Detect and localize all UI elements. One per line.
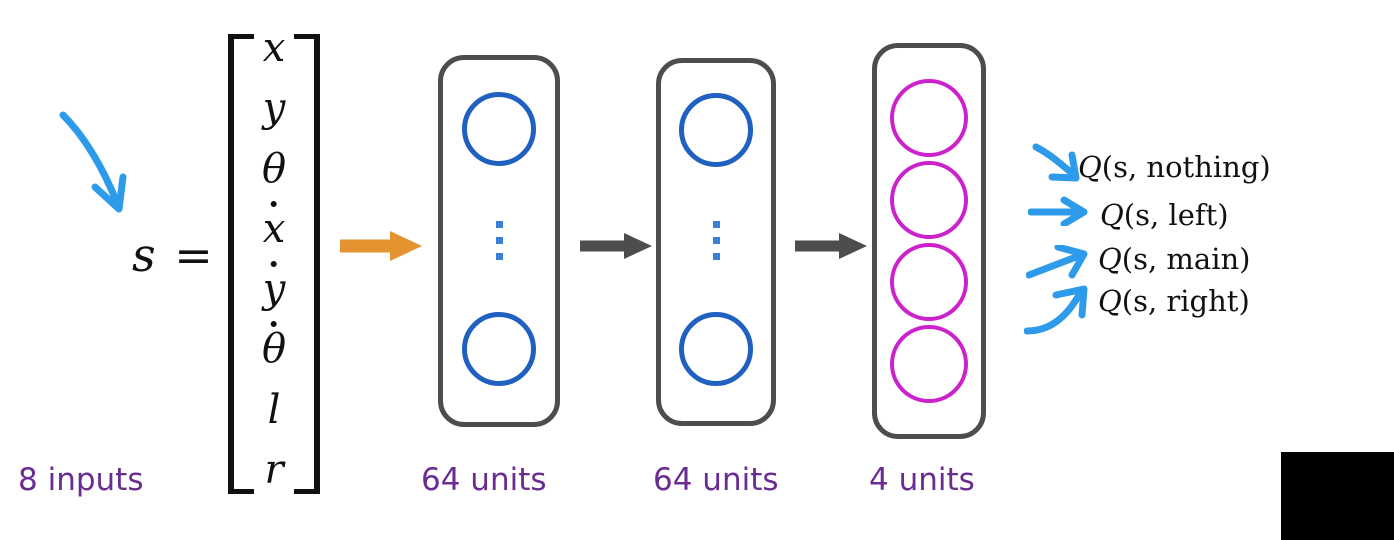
output-arrow-nothing-icon (1032, 143, 1080, 182)
vector-component: l (267, 386, 281, 433)
layer-node (679, 93, 753, 167)
output-arrow-right-icon (1024, 285, 1088, 335)
output-node (890, 79, 968, 157)
layer-node (462, 312, 536, 386)
output-node (890, 325, 968, 403)
layer-node (462, 92, 536, 166)
inputs-label: 8 inputs (18, 462, 144, 498)
output-arrow-left-icon (1028, 196, 1088, 226)
state-vector: x y θ x y θ l r (222, 20, 322, 494)
q-args: (s, main) (1121, 242, 1251, 276)
state-equation: s = (132, 228, 215, 282)
vector-component: x (246, 209, 302, 249)
q-args: (s, right) (1121, 284, 1250, 318)
q-symbol: Q (1098, 242, 1122, 276)
layer-box-hidden-1 (438, 55, 560, 427)
vector-component: x (262, 25, 286, 71)
vector-component: θ (246, 329, 302, 369)
layer-node (679, 312, 753, 386)
vector-component: y (246, 269, 302, 309)
vector-component: y (262, 85, 286, 132)
q-symbol: Q (1078, 150, 1102, 184)
units-label-layer-2: 64 units (653, 462, 779, 498)
q-args: (s, left) (1123, 198, 1229, 232)
output-node (890, 243, 968, 321)
corner-patch (1281, 452, 1394, 540)
bracket-right-icon (294, 34, 320, 494)
q-label-left: Q(s, left) (1100, 198, 1229, 232)
q-symbol: Q (1098, 284, 1122, 318)
bracket-left-icon (228, 34, 254, 494)
q-label-main: Q(s, main) (1098, 242, 1250, 276)
units-label-layer-1: 64 units (421, 462, 547, 498)
q-symbol: Q (1100, 198, 1124, 232)
equals-sign: = (174, 228, 215, 282)
layer-box-output (872, 43, 986, 439)
ellipsis-icon (495, 221, 503, 260)
q-args: (s, nothing) (1101, 150, 1271, 184)
output-arrow-main-icon (1026, 245, 1088, 279)
layer-box-hidden-2 (656, 58, 776, 426)
q-label-nothing: Q(s, nothing) (1078, 150, 1271, 184)
layer-arrow-icon (580, 233, 652, 259)
annotation-arrow-icon (59, 111, 127, 213)
vector-component: θ (261, 145, 287, 192)
ellipsis-icon (712, 221, 720, 260)
vector-component: r (264, 446, 284, 493)
q-label-right: Q(s, right) (1098, 284, 1250, 318)
units-label-layer-3: 4 units (869, 462, 975, 498)
input-arrow-icon (340, 231, 422, 261)
layer-arrow-icon (795, 233, 867, 259)
state-vector-items: x y θ x y θ l r (246, 28, 302, 490)
output-node (890, 161, 968, 239)
state-symbol: s (132, 228, 158, 282)
